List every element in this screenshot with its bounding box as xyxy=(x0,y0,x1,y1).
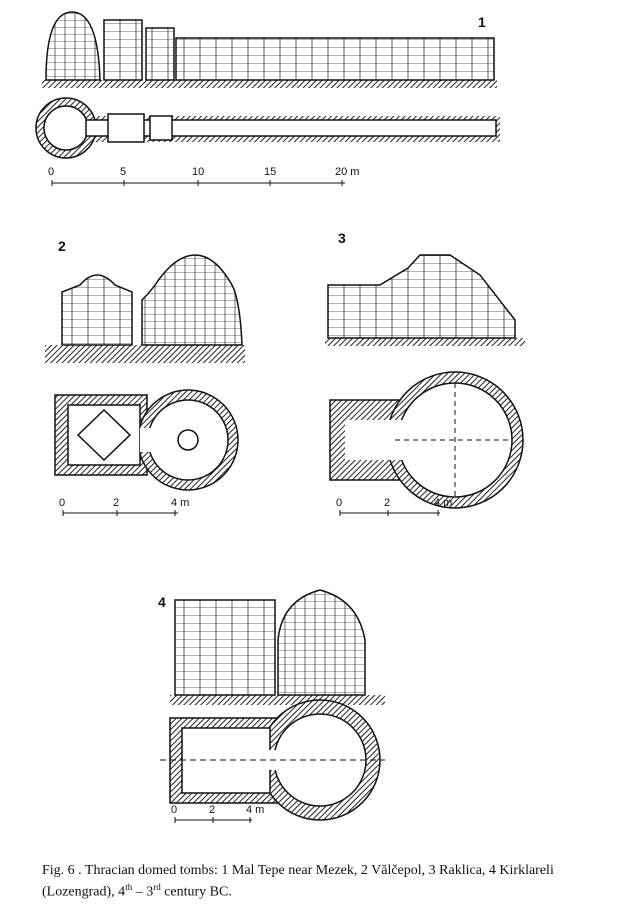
scale-2-tick: 2 xyxy=(113,497,120,509)
figure-number-1: 1 xyxy=(478,14,486,30)
figure-caption: Fig. 6 . Thracian domed tombs: 1 Mal Tep… xyxy=(42,862,602,901)
caption-text: – 3 xyxy=(132,884,154,900)
scale-1-tick: 20 m xyxy=(335,166,360,178)
scale-bar-4 xyxy=(174,817,252,823)
tomb-4-plan xyxy=(160,699,385,821)
tomb-2-plan xyxy=(54,389,239,491)
scale-3-tick: 0 xyxy=(336,497,343,509)
tomb-1-elevation xyxy=(42,11,497,88)
figure-number-4: 4 xyxy=(158,594,166,610)
scale-1-tick: 5 xyxy=(120,166,127,178)
scale-2-tick: 4 m xyxy=(171,497,190,509)
scale-4-tick: 4 m xyxy=(246,804,265,816)
scale-bar-1 xyxy=(51,180,345,186)
scale-2-tick: 0 xyxy=(59,497,66,509)
scale-3-tick: 4 m xyxy=(434,497,453,509)
scale-4-tick: 2 xyxy=(209,804,216,816)
tomb-2-elevation xyxy=(45,254,245,363)
figure-number-3: 3 xyxy=(338,230,346,246)
scale-bar-2 xyxy=(62,510,178,516)
caption-text: century BC. xyxy=(160,884,232,900)
scale-1-tick: 10 xyxy=(192,166,205,178)
tomb-4-elevation xyxy=(170,589,385,705)
scale-1-tick: 15 xyxy=(264,166,277,178)
scale-bar-3 xyxy=(339,510,440,516)
scale-1-tick: 0 xyxy=(48,166,55,178)
tomb-3-elevation xyxy=(325,254,525,346)
caption-sup: th xyxy=(125,882,133,892)
scale-3-tick: 2 xyxy=(384,497,391,509)
tomb-3-plan xyxy=(329,371,524,509)
figure-number-2: 2 xyxy=(58,238,66,254)
scale-4-tick: 0 xyxy=(171,804,178,816)
caption-text: Fig. 6 . Thracian domed tombs: 1 Mal Tep… xyxy=(42,863,554,900)
tomb-1-plan xyxy=(35,97,500,159)
caption-sup: rd xyxy=(153,882,161,892)
